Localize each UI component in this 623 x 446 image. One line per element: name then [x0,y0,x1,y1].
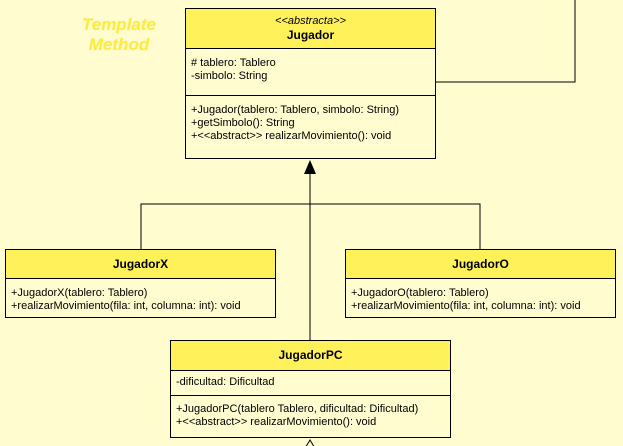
class-header: JugadorPC [171,341,450,371]
class-name: JugadorX [112,256,169,271]
attribute: -simbolo: String [191,70,268,82]
attribute-section: # tablero: Tablero -simbolo: String [186,49,435,96]
method-section: +JugadorPC(tablero Tablero, dificultad: … [171,396,450,432]
class-header: JugadorO [346,250,615,279]
method: +<<abstract>> realizarMovimiento(): void [176,416,377,428]
method: +Jugador(tablero: Tablero, simbolo: Stri… [191,104,399,116]
attribute: # tablero: Tablero [191,57,276,69]
class-name: JugadorPC [278,348,343,362]
method-section: +Jugador(tablero: Tablero, simbolo: Stri… [186,96,435,146]
class-jugador[interactable]: <<abstracta>> Jugador # tablero: Tablero… [185,8,436,159]
class-jugadoro[interactable]: JugadorO +JugadorO(tablero: Tablero) +re… [345,249,616,318]
method: +realizarMovimiento(fila: int, columna: … [351,300,581,312]
class-jugadorx[interactable]: JugadorX +JugadorX(tablero: Tablero) +re… [5,249,276,318]
attribute-section: -dificultad: Dificultad [171,371,450,396]
pattern-title: Template Method [81,15,156,54]
class-name: Jugador [286,27,335,42]
method: +JugadorPC(tablero Tablero, dificultad: … [176,403,419,415]
class-jugadorpc[interactable]: JugadorPC -dificultad: Dificultad +Jugad… [170,340,451,438]
method-section: +JugadorX(tablero: Tablero) +realizarMov… [6,279,275,316]
method: +JugadorO(tablero: Tablero) [351,287,489,299]
method: +JugadorX(tablero: Tablero) [11,287,148,299]
class-header: JugadorX [6,250,275,279]
class-stereotype: <<abstracta>> [275,14,346,27]
method-section: +JugadorO(tablero: Tablero) +realizarMov… [346,279,615,316]
method: +getSimbolo(): String [191,117,295,129]
attribute: -dificultad: Dificultad [176,376,275,388]
class-header: <<abstracta>> Jugador [186,9,435,49]
external-connector [436,0,576,83]
class-name: JugadorO [452,256,509,271]
partial-arrowhead [305,439,315,446]
method: +<<abstract>> realizarMovimiento(): void [191,130,392,142]
method: +realizarMovimiento(fila: int, columna: … [11,300,241,312]
inheritance-arrowhead [304,160,316,174]
